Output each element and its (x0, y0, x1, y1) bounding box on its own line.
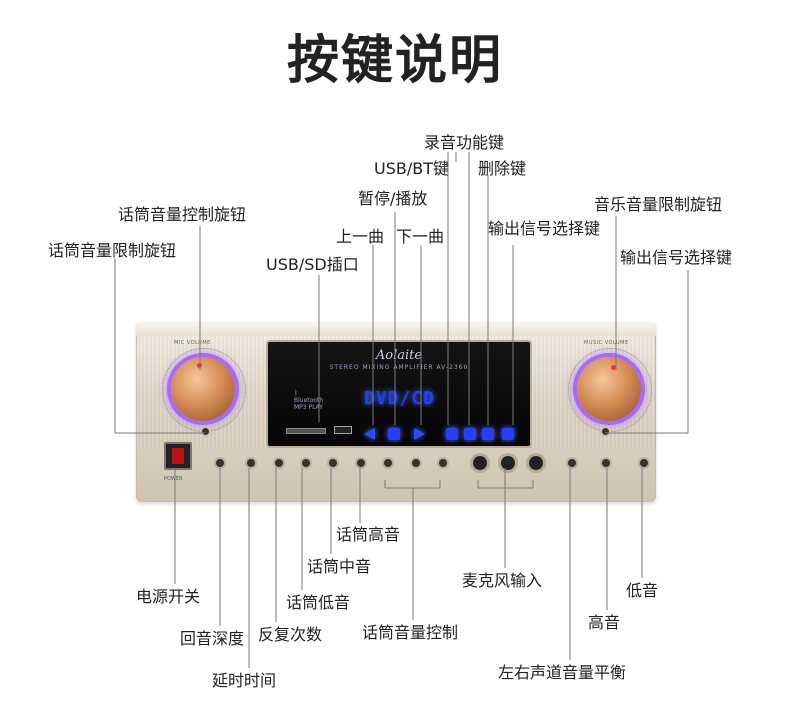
label-next-track: 下一曲 (396, 227, 445, 246)
label-usb-sd-slot: USB/SD插口 (266, 255, 359, 274)
label-prev-track: 上一曲 (336, 227, 385, 246)
amplifier-front-panel: MIC VOLUME MUSIC VOLUME Aolaite STEREO M… (136, 322, 656, 502)
segment-display: DVD/CD (364, 388, 436, 409)
mic-volume-3-knob[interactable] (439, 459, 447, 467)
label-bass: 低音 (626, 581, 659, 600)
mic-input-2[interactable] (501, 456, 515, 470)
mic-bass-knob[interactable] (302, 459, 310, 467)
label-record-key: 录音功能键 (424, 133, 505, 152)
mic-volume-1-knob[interactable] (384, 459, 392, 467)
mic-input-3[interactable] (529, 456, 543, 470)
music-volume-scale (568, 348, 652, 432)
label-music-volume-limit: 音乐音量限制旋钮 (594, 195, 723, 214)
bluetooth-icon: ᛒ (294, 390, 298, 397)
mic-volume-caption: MIC VOLUME (174, 340, 211, 346)
model-text: STEREO MIXING AMPLIFIER AV-2360 (329, 364, 469, 371)
treble-knob[interactable] (602, 459, 610, 467)
prev-track-button[interactable] (364, 428, 375, 440)
page-title: 按键说明 (286, 31, 503, 91)
sd-card-slot[interactable] (286, 428, 326, 434)
power-caption: POWER (164, 476, 183, 482)
music-volume-limit-trim[interactable] (602, 428, 609, 435)
music-knob-indicator (611, 365, 616, 370)
pause-play-button[interactable] (388, 428, 400, 440)
mic-volume-knob[interactable] (171, 357, 235, 421)
mic-volume-limit-trim[interactable] (202, 428, 209, 435)
label-mic-input: 麦克风输入 (462, 571, 543, 590)
power-switch[interactable] (164, 442, 192, 470)
next-track-button[interactable] (414, 428, 425, 440)
label-treble: 高音 (588, 613, 621, 632)
label-mic-treble: 话筒高音 (336, 525, 401, 544)
label-echo-depth: 回音深度 (180, 629, 245, 648)
label-mic-volume-limit: 话筒音量限制旋钮 (48, 241, 177, 260)
mic-input-1[interactable] (473, 456, 487, 470)
balance-knob[interactable] (568, 459, 576, 467)
delete-button[interactable] (482, 428, 494, 440)
repeat-count-knob[interactable] (275, 459, 283, 467)
label-power-switch: 电源开关 (136, 587, 201, 606)
label-usb-bt-key: USB/BT键 (374, 159, 449, 178)
delay-time-knob[interactable] (247, 459, 255, 467)
echo-depth-knob[interactable] (216, 459, 224, 467)
usb-port[interactable] (334, 426, 352, 434)
label-mic-mid: 话筒中音 (307, 557, 372, 576)
power-rocker (172, 448, 184, 464)
label-mic-bass: 话筒低音 (286, 593, 351, 612)
label-balance: 左右声道音量平衡 (498, 663, 627, 682)
label-mic-volume-control: 话筒音量控制 (362, 623, 459, 642)
usb-bt-button[interactable] (446, 428, 458, 440)
brand-logo: Aolaite (375, 348, 423, 363)
label-pause-play: 暂停/播放 (358, 189, 428, 208)
music-volume-caption: MUSIC VOLUME (584, 340, 629, 346)
mic-treble-knob[interactable] (357, 459, 365, 467)
mic-volume-2-knob[interactable] (412, 459, 420, 467)
record-button[interactable] (464, 428, 476, 440)
mic-mid-knob[interactable] (329, 459, 337, 467)
bass-knob[interactable] (640, 459, 648, 467)
bluetooth-label: ᛒ Bluetooth MP3 PLAY (294, 390, 323, 411)
output-select-button[interactable] (502, 428, 514, 440)
bluetooth-text: Bluetooth (294, 397, 324, 404)
amplifier-top-edge (136, 322, 656, 336)
bluetooth-sub-text: MP3 PLAY (294, 404, 323, 411)
label-output-select-1: 输出信号选择键 (488, 219, 601, 238)
label-delete-key: 删除键 (478, 159, 527, 178)
label-repeat-count: 反复次数 (258, 625, 323, 644)
label-delay-time: 延时时间 (212, 671, 277, 690)
label-output-select-2: 输出信号选择键 (620, 248, 733, 267)
label-mic-volume-knob: 话筒音量控制旋钮 (118, 205, 247, 224)
music-volume-knob[interactable] (577, 357, 641, 421)
